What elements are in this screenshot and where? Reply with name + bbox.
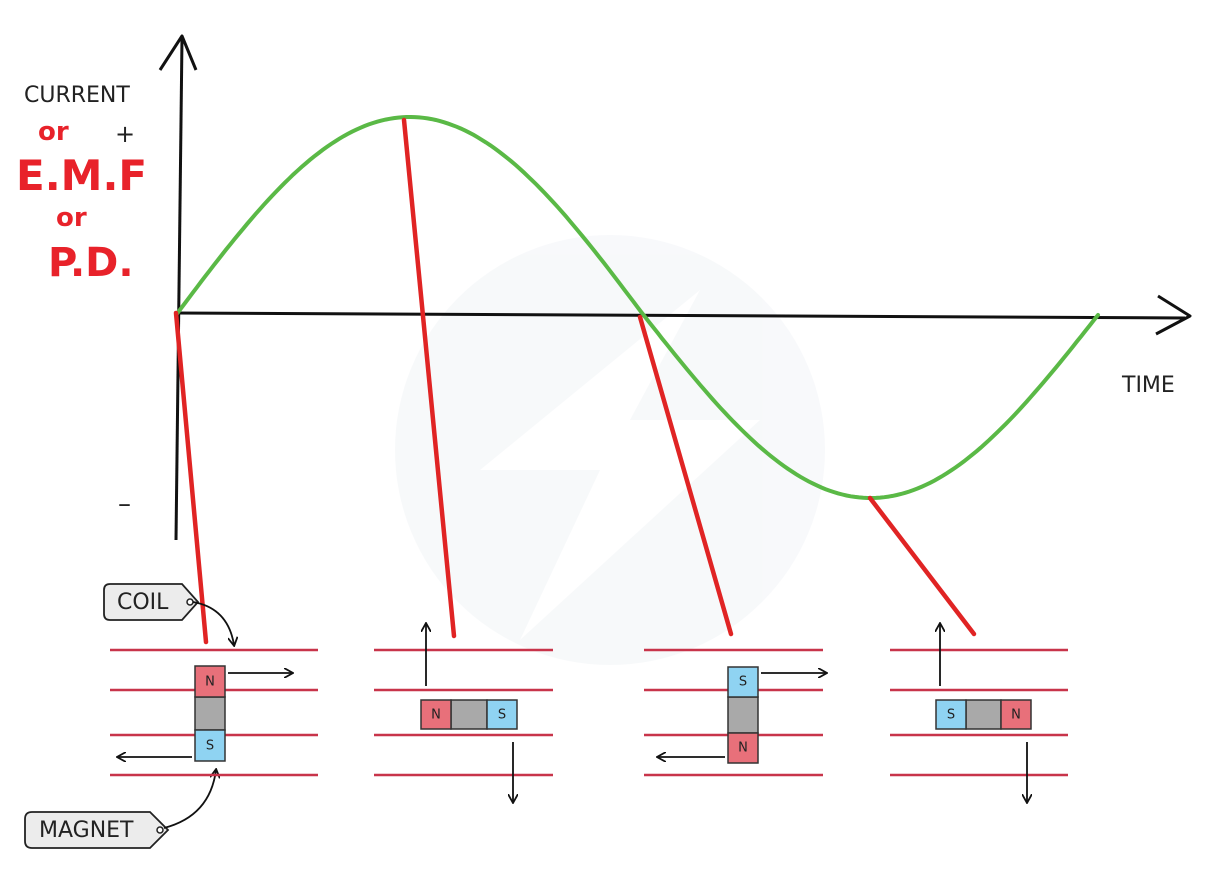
x-axis-arrowhead <box>1155 294 1192 336</box>
north-pole <box>194 665 226 698</box>
or-text-2: or <box>56 203 87 233</box>
magnet-body <box>450 699 488 730</box>
coil-tag-arrow <box>192 601 234 645</box>
coil-lines <box>110 648 318 777</box>
north-pole-label: N <box>431 708 441 723</box>
y-axis <box>174 37 184 541</box>
magnet-tag: MAGNET <box>24 770 216 849</box>
magnet-body <box>965 699 1002 730</box>
magnet-body <box>727 696 759 734</box>
north-pole-label: N <box>1011 708 1021 723</box>
north-pole-label: N <box>205 675 215 690</box>
pointer-line-2 <box>401 117 457 639</box>
y-axis-arrowhead <box>158 34 198 71</box>
pointer-line-4 <box>867 495 977 637</box>
x-axis-label: TIME <box>1121 373 1175 398</box>
pointer-line-1 <box>173 310 209 645</box>
plus-sign: + <box>115 120 135 148</box>
north-pole-label: N <box>738 741 748 756</box>
y-axis-label: CURRENT <box>24 83 130 108</box>
generator-panel-1: N S <box>110 648 318 777</box>
south-pole <box>486 699 518 730</box>
north-pole <box>727 732 759 764</box>
coil-lines <box>374 648 553 777</box>
pointer-line-3 <box>637 314 734 637</box>
emf-text: E.M.F <box>16 151 147 200</box>
or-text-1: or <box>38 117 69 147</box>
coil-lines <box>890 648 1068 777</box>
magnet-label: MAGNET <box>39 818 134 843</box>
south-pole-label: S <box>206 739 214 754</box>
magnet-body <box>194 696 226 731</box>
emf-sine-curve <box>174 115 1100 500</box>
south-pole-label: S <box>498 708 506 723</box>
generator-panel-3: S N <box>644 648 826 777</box>
south-pole <box>935 699 967 730</box>
generator-panel-2: N S <box>374 624 553 802</box>
north-pole <box>420 699 452 730</box>
coil-tag: COIL <box>103 583 234 645</box>
minus-sign: – <box>118 489 131 519</box>
south-pole-label: S <box>739 675 747 690</box>
coil-label: COIL <box>117 590 169 615</box>
generator-panel-4: S N <box>890 624 1068 802</box>
magnet-tag-arrow <box>163 770 216 829</box>
x-axis <box>173 311 1186 320</box>
south-pole-label: S <box>947 708 955 723</box>
pd-text: P.D. <box>48 240 134 286</box>
north-pole <box>1000 699 1032 730</box>
south-pole <box>194 729 226 762</box>
watermark-logo <box>395 235 825 665</box>
pointer-lines <box>173 117 977 645</box>
south-pole <box>727 666 759 698</box>
